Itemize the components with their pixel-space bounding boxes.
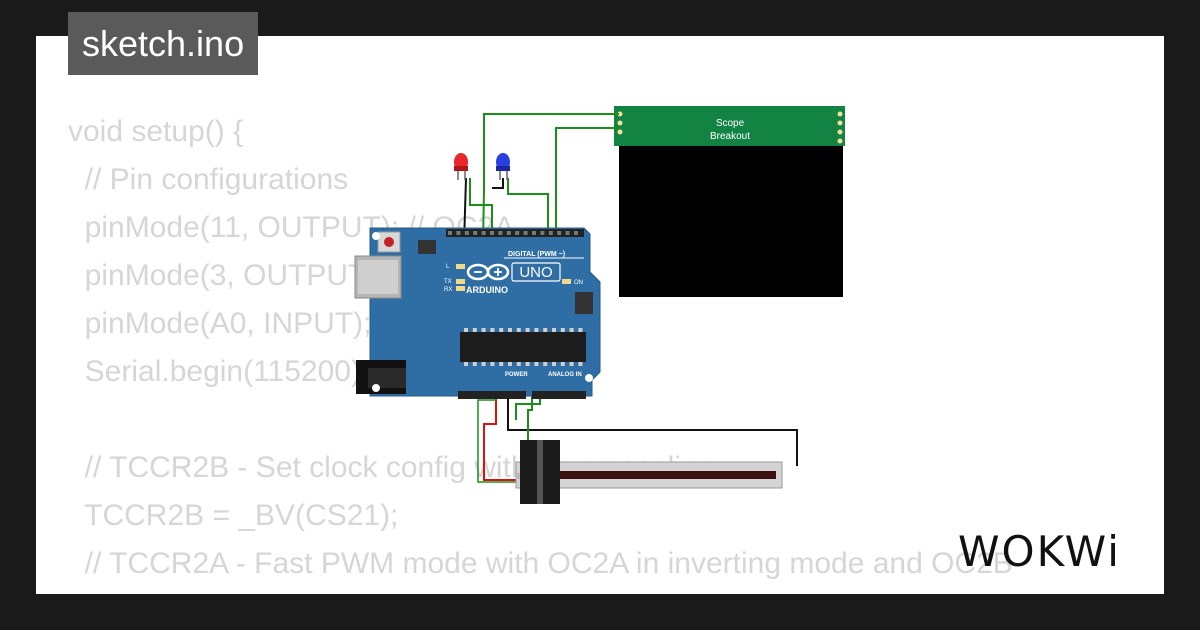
header-pin[interactable] (540, 231, 545, 235)
code-line: // TCCR2A - Fast PWM mode with OC2A in i… (68, 547, 1013, 580)
header-pin[interactable] (548, 231, 553, 235)
chip-leg (490, 328, 495, 332)
header-pin[interactable] (481, 231, 486, 235)
led-blue[interactable] (496, 153, 510, 180)
chip-leg (508, 362, 512, 366)
code-line: pinMode(A0, INPUT); (68, 307, 372, 340)
onboard-leds: L TX RX ON (444, 264, 583, 293)
chip-leg (543, 362, 548, 366)
power-header-label: POWER (505, 372, 528, 378)
header-pin[interactable] (523, 231, 528, 235)
chip-leg (525, 328, 530, 332)
chip-leg (464, 362, 468, 366)
chip-leg (578, 328, 583, 332)
chip-leg (552, 362, 556, 366)
atmega-chip (460, 332, 586, 362)
header-pin[interactable] (557, 231, 562, 235)
code-line: void setup() { (68, 115, 244, 148)
board-brand: ARDUINO (466, 285, 508, 295)
led-red[interactable] (454, 153, 468, 180)
chip-leg (472, 328, 477, 332)
chip-leg (543, 328, 548, 332)
arduino-logo-icon (466, 263, 510, 281)
header-pin[interactable] (456, 231, 461, 235)
chip-leg (481, 328, 486, 332)
header-pin[interactable] (565, 231, 570, 235)
chip-leg (560, 328, 565, 332)
scope-label-line2: Breakout (710, 131, 750, 142)
chip-leg (534, 362, 539, 366)
chip-leg (499, 328, 504, 332)
arduino-uno-board[interactable]: DIGITAL (PWM ~) UNO ARDUINO L TX RX ON (354, 227, 601, 399)
chip-leg (490, 362, 495, 366)
chip-leg (464, 328, 468, 332)
scope-label-line1: Scope (716, 118, 745, 129)
chip-leg (534, 328, 539, 332)
digital-header-label: DIGITAL (PWM ~) (508, 251, 565, 258)
chip-leg (499, 362, 504, 366)
header-pin[interactable] (515, 231, 520, 235)
led-label-on: ON (574, 280, 583, 286)
code-line: // Pin configurations (68, 163, 349, 196)
header-pin[interactable] (473, 231, 478, 235)
header-pin[interactable] (448, 231, 452, 235)
code-line: TCCR2B = _BV(CS21); (68, 499, 399, 532)
chip-leg (525, 362, 530, 366)
header-pin[interactable] (464, 231, 469, 235)
chip-leg (560, 362, 565, 366)
reset-button[interactable] (384, 237, 394, 247)
chip-leg (516, 362, 521, 366)
wokwi-logo[interactable]: WOKWi (958, 520, 1148, 580)
board-model: UNO (519, 264, 552, 281)
chip-leg (578, 362, 583, 366)
chip-leg (516, 328, 521, 332)
led-label-rx: RX (444, 287, 452, 293)
header-pin[interactable] (532, 231, 536, 235)
wires (463, 113, 798, 483)
header-pin[interactable] (506, 231, 511, 235)
chip-leg (481, 362, 486, 366)
chip-leg (472, 362, 477, 366)
header-pin[interactable] (498, 231, 503, 235)
code-line: Serial.begin(115200); (68, 355, 370, 388)
chip-leg (569, 328, 574, 332)
wokwi-logo-text: WOKWi (958, 527, 1121, 576)
chip-leg (569, 362, 574, 366)
slide-potentiometer[interactable] (515, 440, 783, 504)
header-pin[interactable] (574, 231, 578, 235)
led-label-l: L (446, 264, 450, 270)
sketch-title-tab[interactable]: sketch.ino (68, 12, 259, 75)
analog-header-label: ANALOG IN (548, 372, 582, 378)
led-label-tx: TX (444, 279, 452, 285)
scope-breakout[interactable]: Scope Breakout (614, 106, 845, 297)
chip-leg (552, 328, 556, 332)
header-pin[interactable] (490, 231, 494, 235)
chip-leg (508, 328, 512, 332)
